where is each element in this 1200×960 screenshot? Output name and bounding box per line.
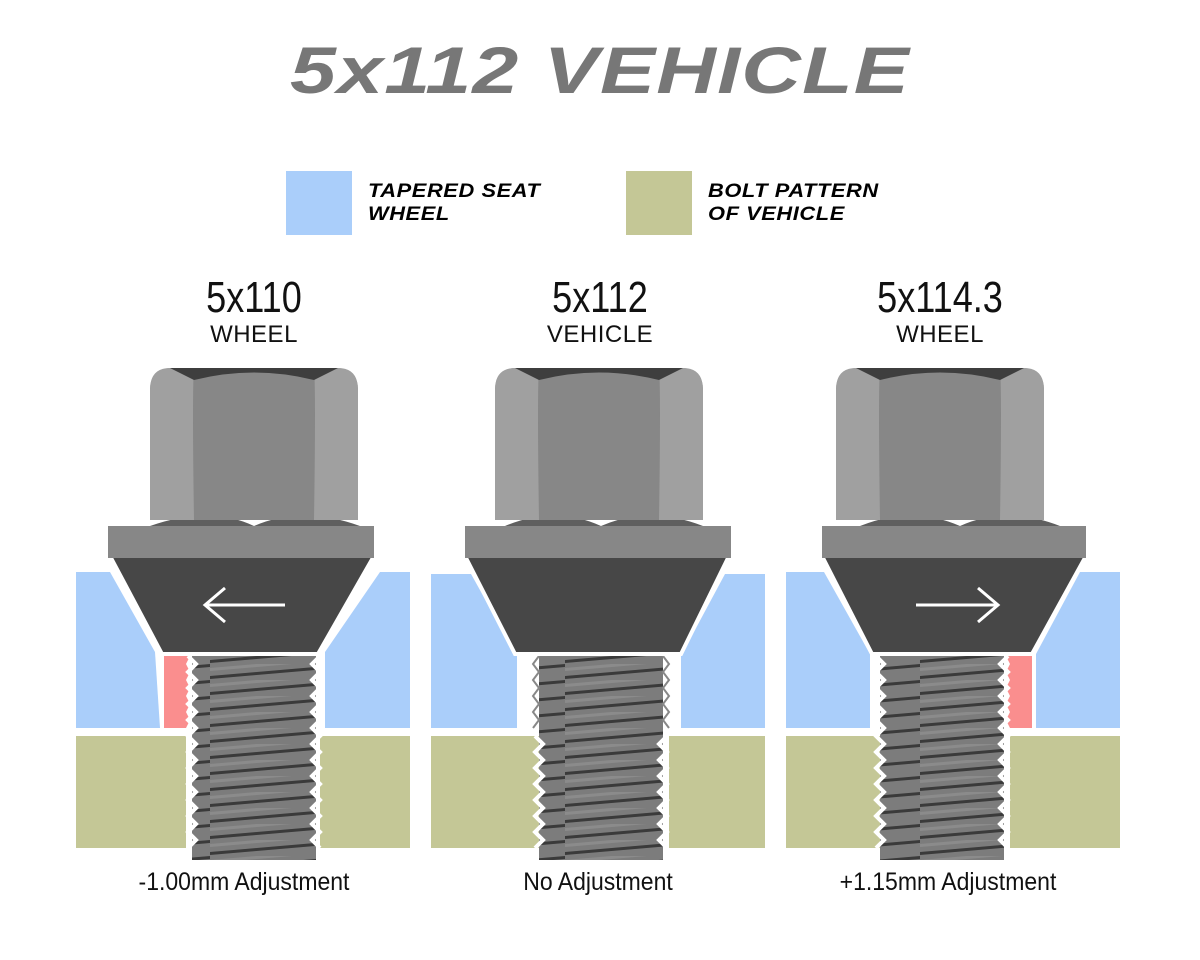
left-arrow-icon — [202, 586, 285, 624]
bolt-thread — [192, 654, 316, 860]
bolt-flange — [108, 526, 374, 558]
panel-size: 5x114.3 — [877, 273, 1003, 322]
legend-label-vehicle: BOLT PATTERN OF VEHICLE — [708, 181, 879, 225]
bolt-diagram-5x110 — [76, 368, 410, 860]
caption-5x110: -1.00mm Adjustment — [138, 868, 350, 896]
caption-5x114-3: +1.15mm Adjustment — [839, 868, 1057, 896]
vehicle-hub-right — [320, 736, 410, 848]
gap-indicator — [1006, 656, 1032, 728]
wheel-seat-left — [431, 574, 517, 728]
panel-size: 5x112 — [552, 273, 648, 322]
vehicle-hub-left — [76, 736, 186, 848]
wheel-seat-right — [325, 572, 410, 728]
caption-5x112: No Adjustment — [523, 868, 673, 896]
vehicle-hub-right — [1010, 736, 1120, 848]
bolt-thread — [539, 654, 663, 860]
gap-indicator — [164, 656, 190, 728]
bolt-flange — [822, 526, 1086, 558]
bolt-thread — [880, 654, 1004, 860]
panel-size: 5x110 — [206, 273, 302, 322]
wheel-seat-right — [681, 574, 765, 728]
vehicle-hub-left — [431, 736, 541, 848]
panel-kind: WHEEL — [210, 321, 298, 348]
panel-header-5x110: 5x110 WHEEL — [84, 275, 424, 349]
wheel-seat-right — [1036, 572, 1120, 728]
right-arrow-icon — [916, 586, 1001, 624]
panel-kind: WHEEL — [896, 321, 984, 348]
wheel-seat-left — [786, 572, 870, 728]
page-title: 5x112 VEHICLE — [289, 33, 910, 107]
legend-swatch-wheel — [286, 171, 352, 235]
hex-head — [495, 368, 703, 520]
wheel-seat-left — [76, 572, 160, 728]
vehicle-hub-left — [786, 736, 882, 848]
hex-head — [836, 368, 1044, 520]
panel-header-5x112: 5x112 VEHICLE — [430, 275, 770, 349]
legend-label-wheel: TAPERED SEAT WHEEL — [368, 181, 541, 225]
panel-header-5x114-3: 5x114.3 WHEEL — [770, 275, 1110, 349]
hex-head — [150, 368, 358, 520]
panel-kind: VEHICLE — [546, 321, 654, 348]
bolt-diagram-5x114-3 — [786, 368, 1120, 860]
vehicle-hub-right — [669, 736, 765, 848]
bolt-diagram-5x112 — [431, 368, 765, 860]
bolt-flange — [465, 526, 731, 558]
legend-swatch-vehicle — [626, 171, 692, 235]
